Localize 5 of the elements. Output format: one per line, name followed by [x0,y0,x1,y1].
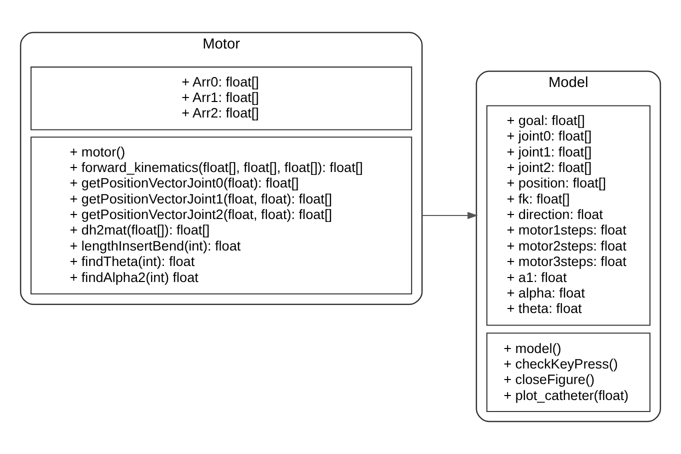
node-box: + motor() + forward_kinematics(float[], float[], float[]): float[] + getPositionVectorJoint0(float): float[] + getPositionVectorJoint1(float, float): float[] + getPositionVectorJoint2(float, float): float[] + dh2mat(float[]): float[] + lengthInsertBend(int): float + findTheta(int): float + findAlpha2(int) float [30,136,412,294]
node-box: + model() + checkKeyPress() + closeFigure() + plot_catheter(float) [486,332,650,412]
arrow [422,212,478,220]
node-box: + Arr0: float[] + Arr1: float[] + Arr2: float[] [30,66,412,130]
node-box: + goal: float[] + joint0: float[] + joint1: float[] + joint2: float[] + position: float[] + fk: float[] + direction: float + motor1steps: float + motor2steps: float + motor3steps: float + a1: float + alpha: float + theta: float [486,105,650,326]
